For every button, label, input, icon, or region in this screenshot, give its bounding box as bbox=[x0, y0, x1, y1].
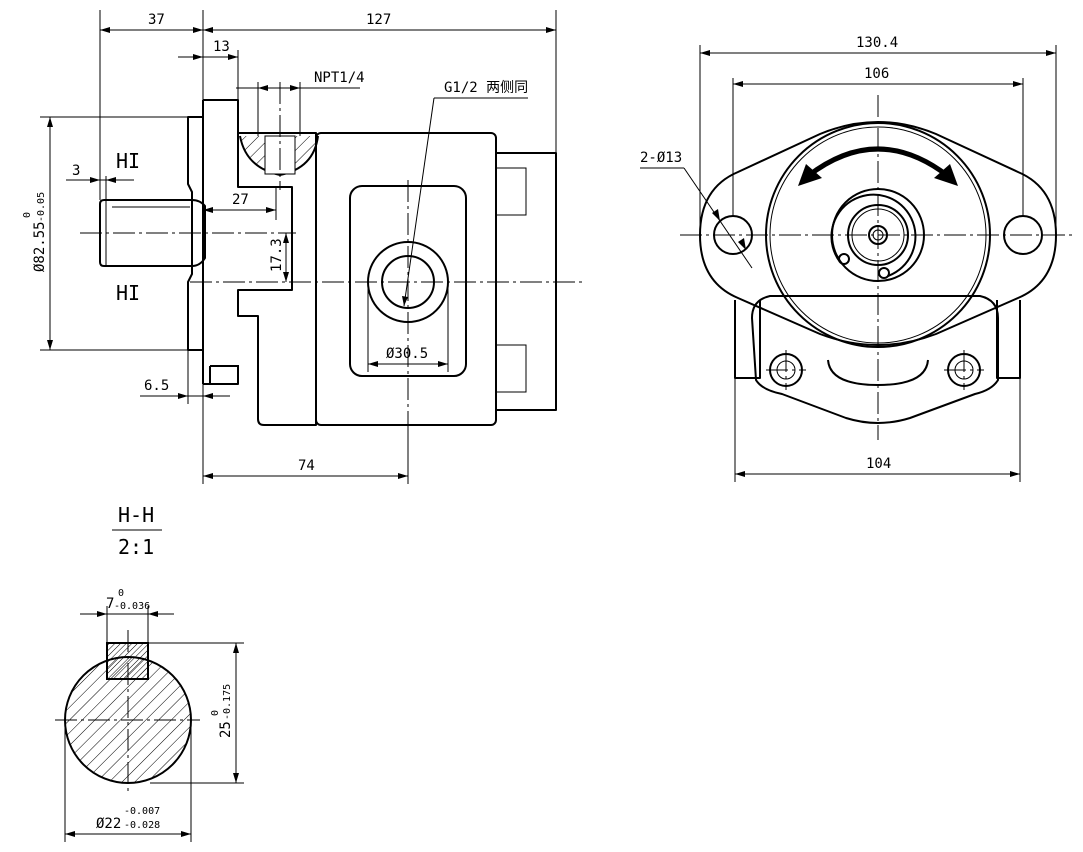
dim-130-4: 130.4 bbox=[856, 35, 898, 51]
dim-dia82: Ø82.55 bbox=[32, 221, 48, 272]
dim-74: 74 bbox=[298, 458, 315, 474]
dim-npt: NPT1/4 bbox=[314, 70, 365, 86]
dim-127: 127 bbox=[366, 12, 391, 28]
dim-dia22: Ø22 bbox=[96, 816, 121, 832]
dim-13: 13 bbox=[213, 39, 230, 55]
lower-body bbox=[751, 295, 999, 424]
dim-holes: 2-Ø13 bbox=[640, 150, 682, 166]
side-view-dimensions: 37 127 13 NPT1/4 G1/2 两侧同 3 HI HI bbox=[22, 10, 557, 484]
section-scale: 2:1 bbox=[118, 535, 154, 559]
section-view: H-H 2:1 7 0 -0.036 25 0 -0.175 Ø22 -0.00… bbox=[55, 503, 244, 842]
dim-dia22-lower: -0.028 bbox=[124, 820, 160, 831]
pump-body bbox=[315, 132, 497, 426]
shaft-boss bbox=[191, 199, 206, 267]
dim-key: 7 bbox=[106, 596, 114, 612]
dim-25-upper: 0 bbox=[210, 710, 221, 716]
section-mark-bottom: HI bbox=[116, 281, 140, 305]
dim-dia82-lower: -0.05 bbox=[36, 192, 47, 222]
dim-key-lower: -0.036 bbox=[114, 601, 150, 612]
dim-dia22-upper: -0.007 bbox=[124, 806, 160, 817]
diamond-flange bbox=[699, 121, 1057, 346]
dim-106: 106 bbox=[864, 66, 889, 82]
front-plate bbox=[202, 99, 239, 385]
dim-37: 37 bbox=[148, 12, 165, 28]
dim-dia30-5: Ø30.5 bbox=[386, 346, 428, 362]
front-cover bbox=[237, 132, 317, 426]
dim-17-3: 17.3 bbox=[269, 238, 285, 272]
dim-25-lower: -0.175 bbox=[222, 684, 233, 720]
dim-25: 25 bbox=[218, 721, 234, 738]
side-view bbox=[80, 82, 585, 430]
front-view-dimensions: 130.4 106 2-Ø13 104 bbox=[640, 35, 1057, 482]
dim-dia82-upper: 0 bbox=[22, 212, 33, 218]
front-view bbox=[680, 95, 1075, 440]
section-title: H-H bbox=[118, 503, 154, 527]
dim-g12: G1/2 两侧同 bbox=[444, 80, 528, 96]
section-mark-top: HI bbox=[116, 149, 140, 173]
dim-27: 27 bbox=[232, 192, 249, 208]
dim-3: 3 bbox=[72, 163, 80, 179]
dim-104: 104 bbox=[866, 456, 891, 472]
dim-key-upper: 0 bbox=[118, 588, 124, 599]
dim-6-5: 6.5 bbox=[144, 378, 169, 394]
